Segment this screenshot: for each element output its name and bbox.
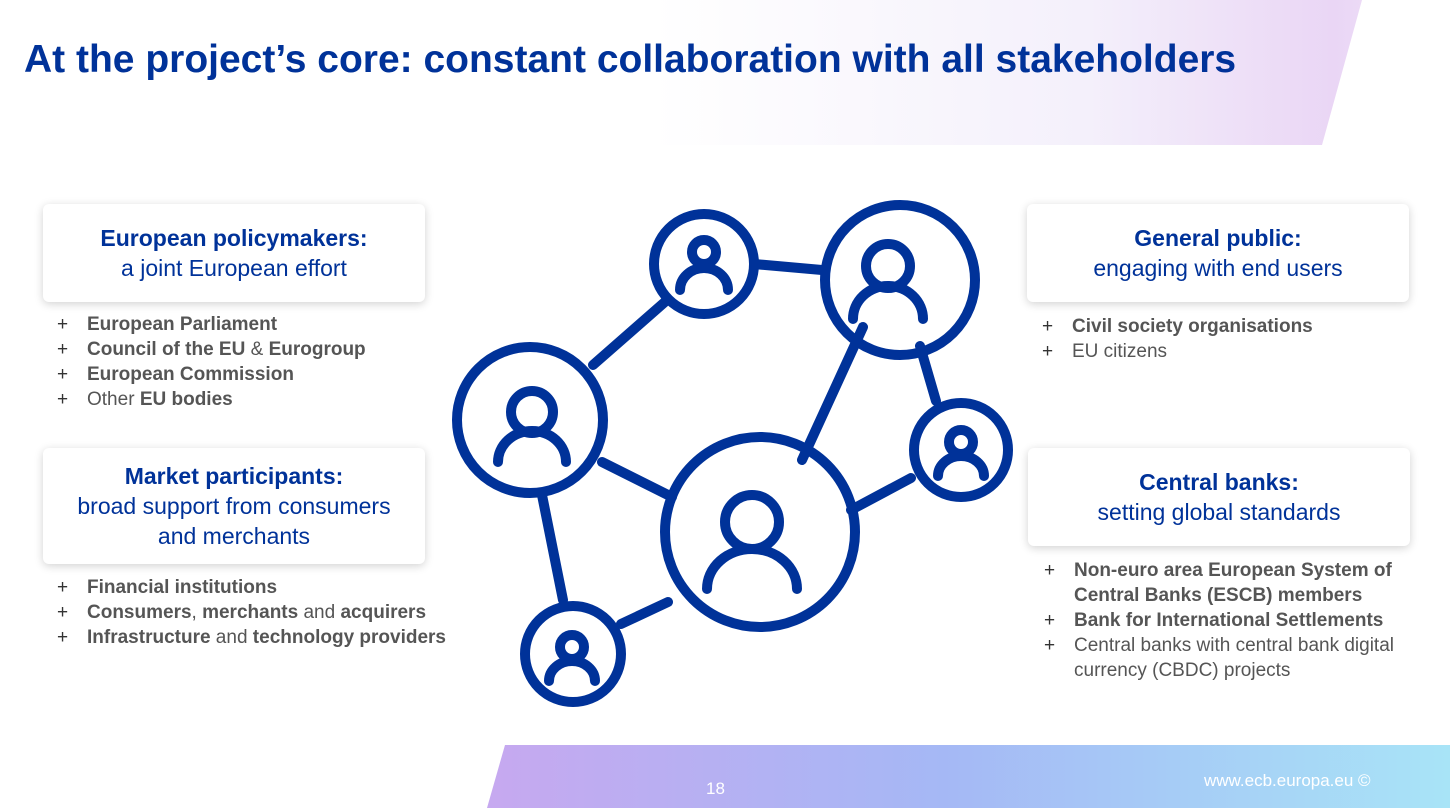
person-node xyxy=(909,398,1013,502)
connector-line xyxy=(616,597,673,629)
person-icon-body xyxy=(702,544,802,594)
list-item: + European Parliament xyxy=(57,312,437,337)
card-title: Market participants: xyxy=(124,463,344,489)
list-item-text: Financial institutions xyxy=(87,577,278,598)
list-item-text: merchants xyxy=(202,602,299,623)
person-icon-body xyxy=(544,656,600,686)
person-node xyxy=(452,342,608,498)
list-item-text: European Parliament xyxy=(87,314,278,335)
person-icon-head xyxy=(687,235,721,269)
list-item-text: and xyxy=(298,602,341,623)
list-item-text: acquirers xyxy=(340,602,427,623)
person-icon-head xyxy=(555,630,589,664)
person-node xyxy=(820,200,980,360)
plus-bullet-icon: + xyxy=(1044,635,1056,656)
plus-bullet-icon: + xyxy=(1044,610,1056,631)
plus-bullet-icon: + xyxy=(1044,560,1056,581)
list-item: + Financial institutions xyxy=(57,575,487,600)
list-item: + Consumers, merchants and acquirers xyxy=(57,600,487,625)
list-item-text: Consumers xyxy=(87,602,192,623)
list-item-text: Civil society organisations xyxy=(1072,316,1313,337)
list-item: + Non-euro area European System of Centra… xyxy=(1044,558,1439,608)
list-item: + European Commission xyxy=(57,362,437,387)
card-subtitle-line2: and merchants xyxy=(157,523,311,549)
list-item: + Civil society organisations xyxy=(1042,314,1422,339)
person-icon-body xyxy=(493,426,571,467)
card-subtitle: a joint European effort xyxy=(121,255,347,281)
card-subtitle: engaging with end users xyxy=(1093,255,1343,281)
list-item-text: Eurogroup xyxy=(268,339,366,360)
card-general-public: General public: engaging with end users xyxy=(1027,204,1409,302)
list-item-text: & xyxy=(245,339,269,360)
person-node xyxy=(649,209,759,319)
card-european-policymakers: European policymakers: a joint European … xyxy=(43,204,425,302)
card-central-banks: Central banks: setting global standards xyxy=(1028,448,1410,546)
person-icon-head xyxy=(720,490,784,554)
connector-line xyxy=(597,457,677,502)
list-item: + Bank for International Settlements xyxy=(1044,608,1439,633)
list-item-text: Other xyxy=(87,389,140,410)
list-item: + Central banks with central bank digital… xyxy=(1044,633,1439,683)
list-general-public: + Civil society organisations + EU citizens xyxy=(1042,314,1422,364)
list-item-text: European Commission xyxy=(87,364,294,385)
plus-bullet-icon: + xyxy=(57,602,69,623)
connector-line xyxy=(749,259,827,275)
connector-line xyxy=(846,473,916,515)
person-icon-head xyxy=(944,425,978,459)
list-market-participants: + Financial institutions + Consumers, merch… xyxy=(57,575,487,650)
page-title: At the project’s core: constant collabor… xyxy=(24,38,1237,81)
person-icon-body xyxy=(933,451,989,481)
person-node xyxy=(520,601,626,707)
list-policymakers: + European Parliament + Council of the EU &… xyxy=(57,312,437,412)
card-subtitle-line1: broad support from consumers xyxy=(77,493,391,519)
footer-url[interactable]: www.ecb.europa.eu © xyxy=(1204,771,1371,790)
person-icon-body xyxy=(848,281,928,324)
list-item: + Other EU bodies xyxy=(57,387,437,412)
list-item-text: technology providers xyxy=(252,627,446,648)
list-item-text: Bank for International Settlements xyxy=(1074,610,1384,631)
person-icon-body xyxy=(675,263,733,295)
list-item-text: , xyxy=(191,602,203,623)
plus-bullet-icon: + xyxy=(57,577,69,598)
card-title: Central banks: xyxy=(1139,469,1299,495)
plus-bullet-icon: + xyxy=(57,314,69,335)
connector-line xyxy=(537,490,568,605)
plus-bullet-icon: + xyxy=(57,389,69,410)
card-market-participants: Market participants: broad support from … xyxy=(43,448,425,564)
plus-bullet-icon: + xyxy=(57,339,69,360)
plus-bullet-icon: + xyxy=(1042,341,1054,362)
list-central-banks: + Non-euro area European System of Centra… xyxy=(1044,558,1439,683)
plus-bullet-icon: + xyxy=(1042,316,1054,337)
list-item-text: Infrastructure xyxy=(87,627,211,648)
list-item-text: Central banks with central bank digital … xyxy=(1074,635,1395,681)
list-item-text: Council of the EU xyxy=(87,339,246,360)
page-number: 18 xyxy=(706,779,725,798)
footer-band xyxy=(487,745,1450,808)
card-subtitle: setting global standards xyxy=(1097,499,1341,525)
person-node xyxy=(660,432,860,632)
list-item: + Council of the EU & Eurogroup xyxy=(57,337,437,362)
list-item-text: Non-euro area European System of Central… xyxy=(1074,560,1392,606)
card-title: European policymakers: xyxy=(100,225,368,251)
plus-bullet-icon: + xyxy=(57,364,69,385)
connector-line xyxy=(797,322,868,465)
list-item-text: EU citizens xyxy=(1072,341,1168,362)
header-band xyxy=(0,0,1362,145)
plus-bullet-icon: + xyxy=(57,627,69,648)
card-title: General public: xyxy=(1134,225,1302,251)
list-item: + EU citizens xyxy=(1042,339,1422,364)
list-item: + Infrastructure and technology providers xyxy=(57,625,487,650)
connector-line xyxy=(588,296,671,370)
list-item-text: and xyxy=(210,627,253,648)
list-item-text: EU bodies xyxy=(139,389,233,410)
